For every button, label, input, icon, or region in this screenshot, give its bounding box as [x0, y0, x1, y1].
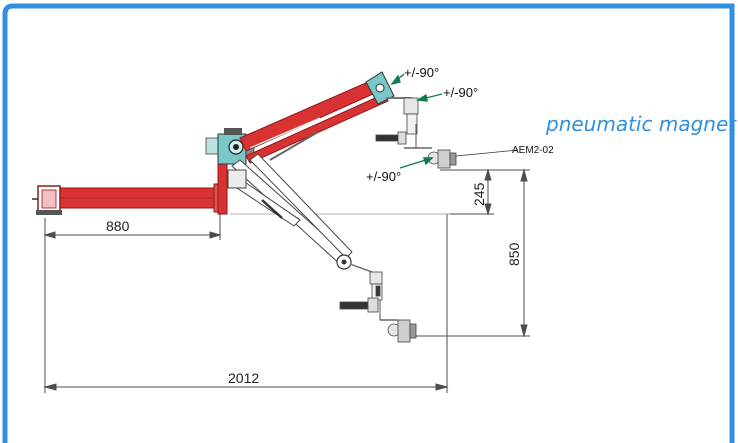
upper-arm — [239, 77, 389, 164]
horizontal-boom — [59, 187, 219, 209]
dimension-850-label: 850 — [506, 242, 522, 266]
angle-label-mid: +/-90° — [443, 85, 478, 100]
model-label: AEM2-02 — [512, 145, 554, 156]
vertical-post — [217, 157, 228, 215]
dimension-880-label: 880 — [106, 218, 130, 234]
lower-arm — [227, 153, 353, 267]
angle-marker-mid — [415, 93, 443, 102]
lower-tool-assembly — [339, 263, 417, 343]
base-mount — [32, 185, 62, 215]
angle-marker-low — [399, 157, 434, 169]
model-leader-line — [455, 149, 519, 157]
upper-elbow-joint — [365, 71, 395, 105]
dimension-245 — [440, 168, 530, 216]
angle-label-top: +/-90° — [404, 65, 439, 80]
angle-marker-top — [390, 73, 405, 86]
lower-elbow-joint — [336, 254, 352, 270]
dimension-2012 — [43, 214, 449, 393]
diagram-title: pneumatic magnet — [545, 112, 737, 136]
dimension-850 — [410, 168, 530, 338]
dimension-880 — [43, 210, 222, 240]
dimension-2012-label: 2012 — [228, 370, 259, 386]
upper-tool-assembly — [375, 97, 457, 169]
dimension-245-label: 245 — [471, 182, 487, 206]
angle-label-low: +/-90° — [366, 169, 401, 184]
frame-border — [2, 3, 735, 443]
